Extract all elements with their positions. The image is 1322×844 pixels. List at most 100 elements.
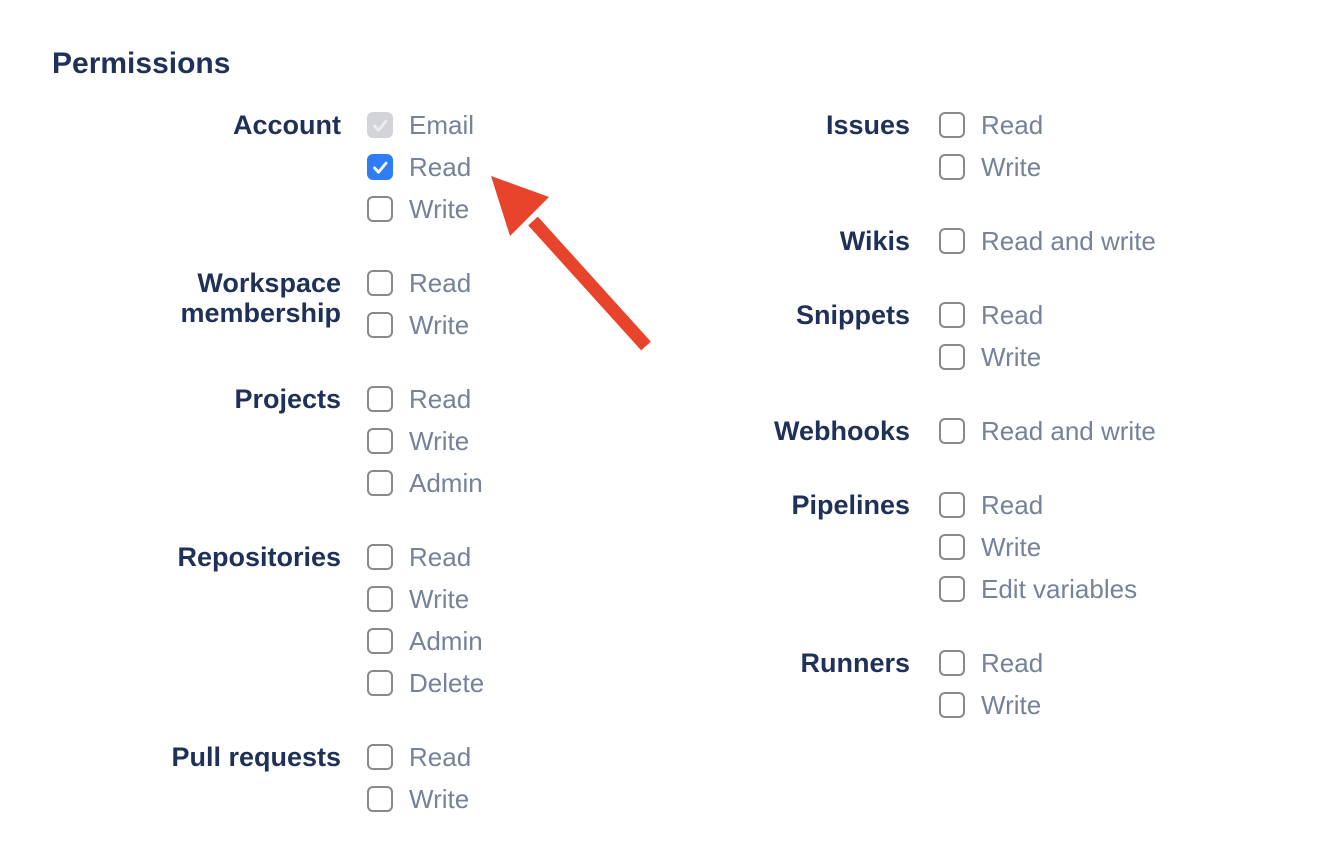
group-snippets: Snippets Read Write bbox=[750, 294, 1156, 378]
projects-admin-option[interactable]: Admin bbox=[367, 462, 483, 504]
snippets-write-checkbox[interactable] bbox=[939, 344, 965, 370]
runners-read-option[interactable]: Read bbox=[939, 642, 1043, 684]
runners-write-label: Write bbox=[981, 689, 1042, 720]
runners-read-checkbox[interactable] bbox=[939, 650, 965, 676]
repositories-admin-label: Admin bbox=[409, 625, 483, 656]
wikis-read-and-write-label: Read and write bbox=[981, 225, 1156, 256]
snippets-read-option[interactable]: Read bbox=[939, 294, 1043, 336]
group-repositories-label: Repositories bbox=[177, 542, 341, 572]
account-write-label: Write bbox=[409, 193, 470, 224]
issues-read-checkbox[interactable] bbox=[939, 112, 965, 138]
pull-requests-read-option[interactable]: Read bbox=[367, 736, 471, 778]
pipelines-read-option[interactable]: Read bbox=[939, 484, 1137, 526]
repositories-write-option[interactable]: Write bbox=[367, 578, 484, 620]
workspace-membership-read-option[interactable]: Read bbox=[367, 262, 471, 304]
repositories-read-label: Read bbox=[409, 541, 472, 572]
webhooks-read-and-write-checkbox[interactable] bbox=[939, 418, 965, 444]
repositories-delete-option[interactable]: Delete bbox=[367, 662, 484, 704]
snippets-write-option[interactable]: Write bbox=[939, 336, 1043, 378]
group-issues-options: Read Write bbox=[939, 104, 1043, 188]
group-snippets-label: Snippets bbox=[795, 300, 910, 330]
check-icon bbox=[372, 119, 387, 132]
pipelines-read-checkbox[interactable] bbox=[939, 492, 965, 518]
webhooks-read-and-write-label: Read and write bbox=[981, 415, 1156, 446]
group-pipelines-options: Read Write Edit variables bbox=[939, 484, 1137, 610]
repositories-admin-option[interactable]: Admin bbox=[367, 620, 484, 662]
pull-requests-write-option[interactable]: Write bbox=[367, 778, 471, 820]
projects-admin-checkbox[interactable] bbox=[367, 470, 393, 496]
pull-requests-read-checkbox[interactable] bbox=[367, 744, 393, 770]
runners-write-checkbox[interactable] bbox=[939, 692, 965, 718]
pipelines-write-label: Write bbox=[981, 531, 1042, 562]
projects-write-checkbox[interactable] bbox=[367, 428, 393, 454]
repositories-write-checkbox[interactable] bbox=[367, 586, 393, 612]
projects-read-checkbox[interactable] bbox=[367, 386, 393, 412]
snippets-write-label: Write bbox=[981, 341, 1042, 372]
runners-write-option[interactable]: Write bbox=[939, 684, 1043, 726]
repositories-read-option[interactable]: Read bbox=[367, 536, 484, 578]
group-pull-requests: Pull requests Read Write bbox=[161, 736, 484, 820]
workspace-membership-read-checkbox[interactable] bbox=[367, 270, 393, 296]
pipelines-write-checkbox[interactable] bbox=[939, 534, 965, 560]
account-read-option[interactable]: Read bbox=[367, 146, 474, 188]
group-issues-label: Issues bbox=[825, 110, 910, 140]
snippets-read-label: Read bbox=[981, 299, 1044, 330]
group-repositories-options: Read Write Admin bbox=[367, 536, 484, 704]
permissions-column-right: Issues Read Write Wikis bbox=[750, 104, 1156, 758]
repositories-admin-checkbox[interactable] bbox=[367, 628, 393, 654]
annotation-arrow-shaft bbox=[528, 216, 651, 351]
group-issues: Issues Read Write bbox=[750, 104, 1156, 188]
wikis-read-and-write-checkbox[interactable] bbox=[939, 228, 965, 254]
group-runners-options: Read Write bbox=[939, 642, 1043, 726]
repositories-delete-checkbox[interactable] bbox=[367, 670, 393, 696]
pipelines-write-option[interactable]: Write bbox=[939, 526, 1137, 568]
annotation-arrow-head bbox=[491, 176, 549, 236]
group-workspace-membership-label: Workspace membership bbox=[180, 268, 341, 328]
group-wikis: Wikis Read and write bbox=[750, 220, 1156, 262]
webhooks-read-and-write-option[interactable]: Read and write bbox=[939, 410, 1156, 452]
repositories-read-checkbox[interactable] bbox=[367, 544, 393, 570]
account-read-checkbox[interactable] bbox=[367, 154, 393, 180]
projects-write-label: Write bbox=[409, 425, 470, 456]
account-email-checkbox[interactable] bbox=[367, 112, 393, 138]
group-webhooks-options: Read and write bbox=[939, 410, 1156, 452]
group-projects: Projects Read Write bbox=[161, 378, 484, 504]
group-workspace-membership: Workspace membership Read Write bbox=[161, 262, 484, 346]
pull-requests-read-label: Read bbox=[409, 741, 472, 772]
pull-requests-write-label: Write bbox=[409, 783, 470, 814]
workspace-membership-write-checkbox[interactable] bbox=[367, 312, 393, 338]
account-write-checkbox[interactable] bbox=[367, 196, 393, 222]
projects-write-option[interactable]: Write bbox=[367, 420, 483, 462]
projects-read-label: Read bbox=[409, 383, 472, 414]
projects-admin-label: Admin bbox=[409, 467, 483, 498]
pipelines-read-label: Read bbox=[981, 489, 1044, 520]
account-write-option[interactable]: Write bbox=[367, 188, 474, 230]
group-projects-label: Projects bbox=[234, 384, 341, 414]
issues-read-option[interactable]: Read bbox=[939, 104, 1043, 146]
wikis-read-and-write-option[interactable]: Read and write bbox=[939, 220, 1156, 262]
group-pipelines: Pipelines Read Write bbox=[750, 484, 1156, 610]
repositories-delete-label: Delete bbox=[409, 667, 485, 698]
group-pipelines-label: Pipelines bbox=[791, 490, 910, 520]
group-workspace-membership-options: Read Write bbox=[367, 262, 471, 346]
permissions-column-left: Account Email Read bbox=[161, 104, 484, 844]
snippets-read-checkbox[interactable] bbox=[939, 302, 965, 328]
group-webhooks-label: Webhooks bbox=[773, 416, 910, 446]
account-email-option[interactable]: Email bbox=[367, 104, 474, 146]
workspace-membership-write-option[interactable]: Write bbox=[367, 304, 471, 346]
group-projects-options: Read Write Admin bbox=[367, 378, 483, 504]
issues-write-label: Write bbox=[981, 151, 1042, 182]
pull-requests-write-checkbox[interactable] bbox=[367, 786, 393, 812]
group-snippets-options: Read Write bbox=[939, 294, 1043, 378]
pipelines-edit-variables-option[interactable]: Edit variables bbox=[939, 568, 1137, 610]
page-title: Permissions bbox=[52, 47, 231, 80]
issues-write-checkbox[interactable] bbox=[939, 154, 965, 180]
account-read-label: Read bbox=[409, 151, 472, 182]
pipelines-edit-variables-label: Edit variables bbox=[981, 573, 1138, 604]
runners-read-label: Read bbox=[981, 647, 1044, 678]
repositories-write-label: Write bbox=[409, 583, 470, 614]
issues-write-option[interactable]: Write bbox=[939, 146, 1043, 188]
pipelines-edit-variables-checkbox[interactable] bbox=[939, 576, 965, 602]
group-pull-requests-label: Pull requests bbox=[171, 742, 341, 772]
projects-read-option[interactable]: Read bbox=[367, 378, 483, 420]
